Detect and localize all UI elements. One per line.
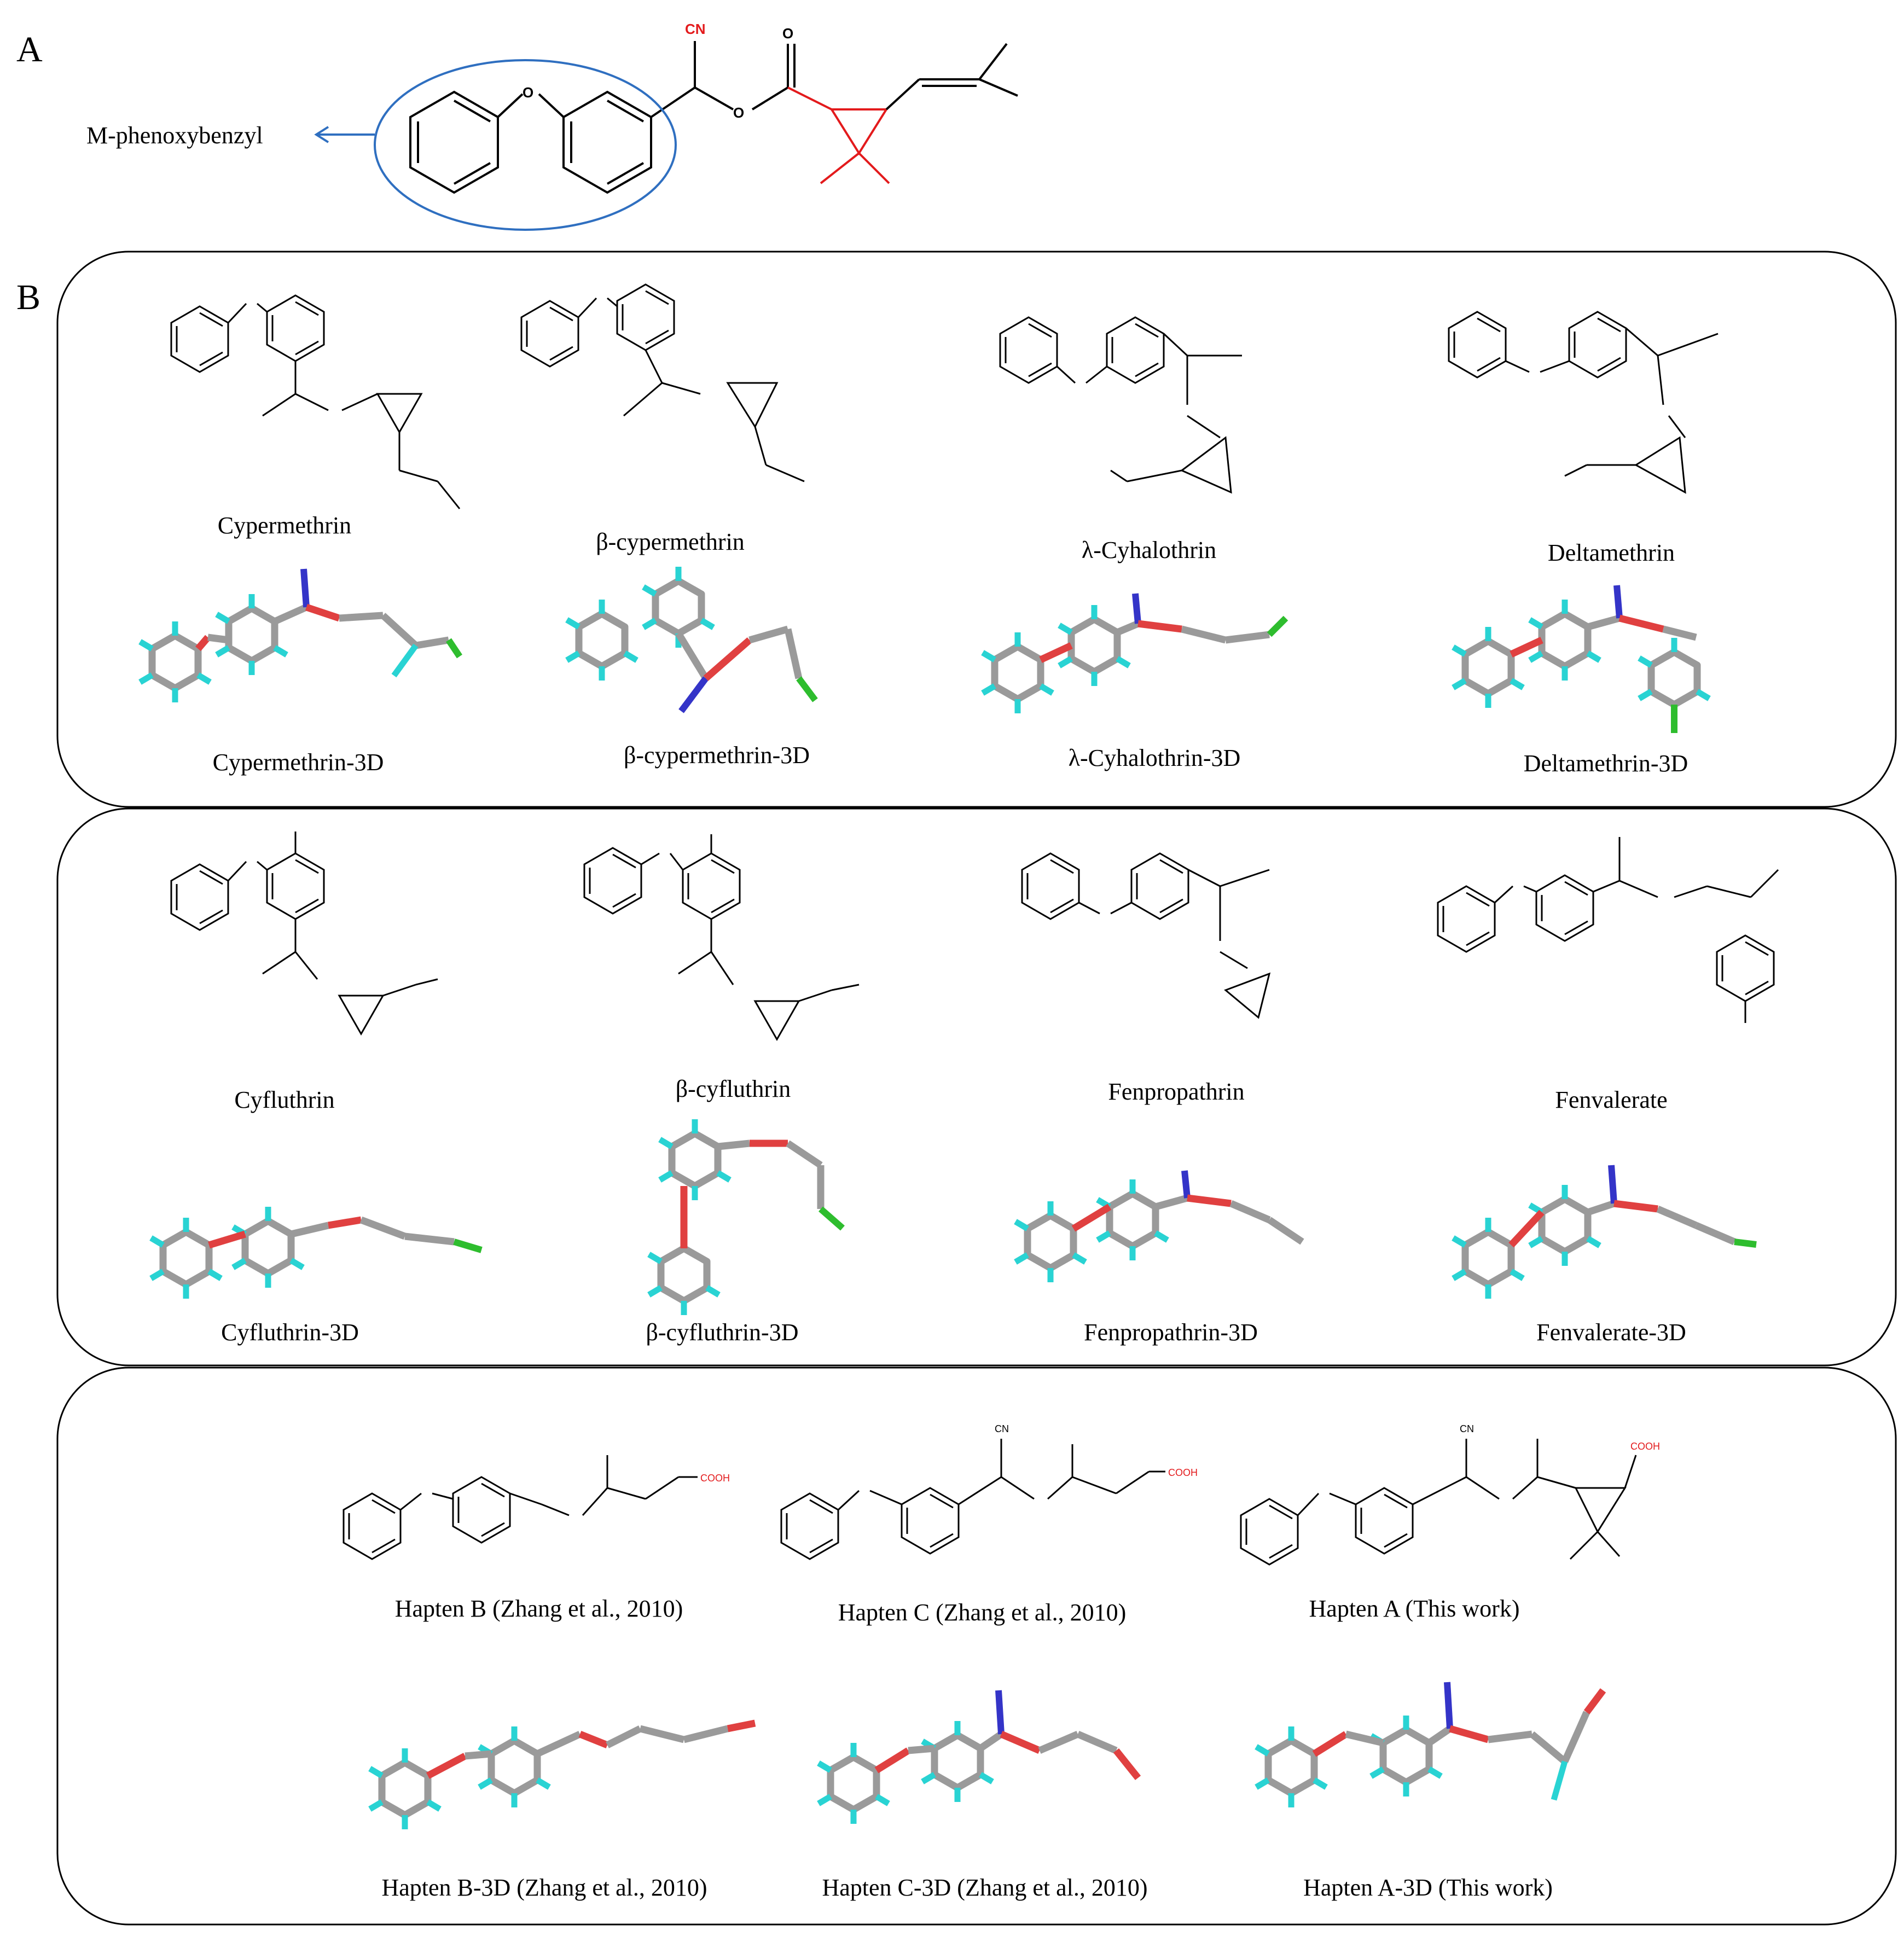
structure-hapten-b: COOH: [343, 1455, 730, 1560]
model-fenvalerate-3d: [1453, 1165, 1757, 1299]
atom-o-ester: O: [733, 104, 744, 121]
caption-fenvalerate-3d: Fenvalerate-3D: [1536, 1319, 1686, 1346]
structure-cyfluthrin: [170, 832, 438, 1036]
caption-fenpropathrin: Fenpropathrin: [1108, 1078, 1244, 1105]
atom-o-ether: O: [523, 84, 533, 101]
caption-fenpropathrin-3d: Fenpropathrin-3D: [1084, 1319, 1258, 1346]
structure-hapten-c: CN COOH: [780, 1423, 1198, 1560]
caption-hapten-b: Hapten B (Zhang et al., 2010): [395, 1595, 683, 1622]
m-phenoxybenzyl-label: M-phenoxybenzyl: [86, 122, 263, 149]
model-cypermethrin-3d: [140, 568, 462, 702]
structure-deltamethrin: [1448, 311, 1719, 494]
hapten-a-cooh: COOH: [1630, 1441, 1660, 1452]
model-hapten-c-3d: [819, 1690, 1141, 1824]
caption-beta-cypermethrin-3d: β-cypermethrin-3D: [624, 742, 810, 769]
hapten-a-cn: CN: [1460, 1423, 1474, 1434]
model-lambda-cyhalothrin-3d: [983, 593, 1288, 713]
highlight-ellipse: [374, 59, 677, 231]
caption-hapten-a: Hapten A (This work): [1309, 1595, 1520, 1622]
caption-fenvalerate: Fenvalerate: [1555, 1086, 1667, 1113]
m-phenoxybenzyl-structure: O CN O O: [314, 21, 1018, 231]
hapten-c-cn: CN: [995, 1423, 1009, 1434]
model-beta-cypermethrin-3d: [567, 567, 818, 713]
caption-cypermethrin: Cypermethrin: [218, 512, 351, 539]
structure-beta-cyfluthrin: [583, 834, 860, 1042]
caption-hapten-c-3d: Hapten C-3D (Zhang et al., 2010): [822, 1874, 1147, 1901]
structure-fenpropathrin: [1021, 852, 1271, 1019]
panel-b-letter: B: [16, 277, 40, 317]
caption-cyfluthrin-3d: Cyfluthrin-3D: [221, 1319, 359, 1346]
hapten-c-cooh: COOH: [1168, 1467, 1198, 1478]
structure-fenvalerate: [1437, 837, 1779, 1023]
model-cyfluthrin-3d: [151, 1207, 483, 1299]
structure-hapten-a: CN COOH: [1240, 1423, 1660, 1566]
caption-beta-cyfluthrin: β-cyfluthrin: [676, 1075, 791, 1102]
caption-hapten-a-3d: Hapten A-3D (This work): [1303, 1874, 1553, 1901]
atom-o-carbonyl: O: [782, 25, 793, 42]
structure-beta-cypermethrin: [520, 283, 805, 482]
structure-cypermethrin: [170, 294, 461, 509]
model-fenpropathrin-3d: [1015, 1170, 1304, 1282]
caption-beta-cyfluthrin-3d: β-cyfluthrin-3D: [646, 1319, 799, 1346]
caption-lambda-cyhalothrin-3d: λ-Cyhalothrin-3D: [1069, 745, 1241, 771]
hapten-b-cooh: COOH: [700, 1473, 730, 1484]
atom-cn: CN: [685, 21, 706, 37]
structure-lambda-cyhalothrin: [999, 316, 1242, 494]
caption-lambda-cyhalothrin: λ-Cyhalothrin: [1082, 537, 1216, 563]
caption-cypermethrin-3d: Cypermethrin-3D: [213, 749, 384, 776]
panel-a-letter: A: [16, 30, 43, 69]
box-3: [56, 1367, 1897, 1926]
model-hapten-b-3d: [370, 1719, 756, 1829]
caption-cyfluthrin: Cyfluthrin: [234, 1086, 334, 1113]
caption-deltamethrin-3d: Deltamethrin-3D: [1524, 750, 1688, 777]
model-beta-cyfluthrin-3d: [649, 1119, 845, 1315]
box-2: [56, 807, 1897, 1367]
model-deltamethrin-3d: [1453, 585, 1709, 733]
box-1: [56, 251, 1897, 808]
caption-hapten-b-3d: Hapten B-3D (Zhang et al., 2010): [381, 1874, 707, 1901]
caption-beta-cypermethrin: β-cypermethrin: [596, 528, 745, 555]
model-hapten-a-3d: [1256, 1682, 1606, 1807]
caption-hapten-c: Hapten C (Zhang et al., 2010): [838, 1599, 1127, 1626]
caption-deltamethrin: Deltamethrin: [1548, 539, 1675, 566]
